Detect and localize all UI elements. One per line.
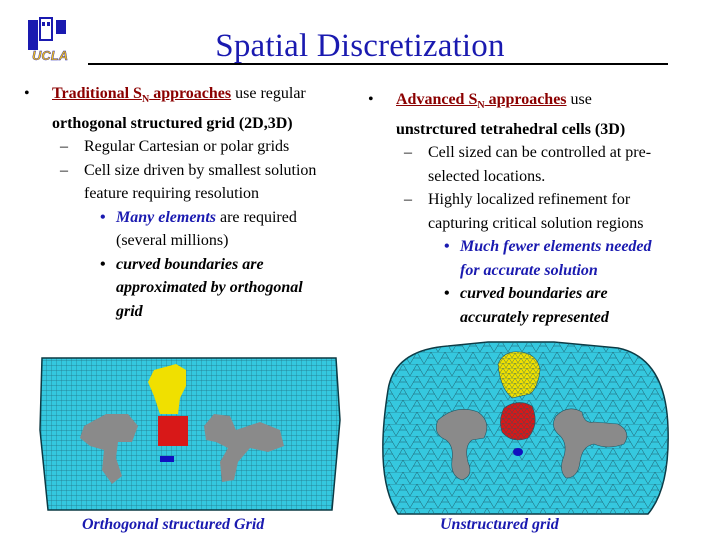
right-line2: unstrctured tetrahedral cells (3D) xyxy=(396,120,626,138)
right-dot-2: • curved boundaries are accurately repre… xyxy=(444,285,609,326)
left-sub-1: – Regular Cartesian or polar grids xyxy=(60,138,290,156)
blue-region xyxy=(513,448,523,456)
right-dot-1: • Much fewer elements needed for accurat… xyxy=(444,238,652,279)
red-region xyxy=(158,416,188,446)
blue-region xyxy=(160,456,174,462)
right-sub-2: – Highly localized refinement for captur… xyxy=(404,191,644,232)
left-caption: Orthogonal structured Grid xyxy=(82,516,265,533)
left-column: • Traditional SN approaches use regular … xyxy=(22,82,354,323)
right-column: • Advanced SN approaches use unstrctured… xyxy=(366,88,712,329)
left-dot-2: • curved boundaries are approximated by … xyxy=(100,255,303,320)
bone-left xyxy=(435,409,488,481)
left-line2: orthogonal structured grid (2D,3D) xyxy=(52,114,293,132)
structured-grid-figure xyxy=(39,357,341,511)
left-lead: Traditional SN approaches xyxy=(52,85,232,106)
logo-text: UCLA xyxy=(32,48,68,62)
bone-right xyxy=(553,408,628,479)
bone-right xyxy=(204,414,284,482)
right-caption: Unstructured grid xyxy=(440,516,559,533)
yellow-region xyxy=(148,364,186,414)
left-sub-2: – Cell size driven by smallest solution … xyxy=(60,161,317,203)
left-main-bullet: • Traditional SN approaches use regular … xyxy=(24,85,306,132)
right-sub-1: – Cell sized can be controlled at pre- s… xyxy=(404,144,652,185)
unstructured-grid-figure xyxy=(382,341,669,515)
bone-left xyxy=(80,414,138,484)
title-underline xyxy=(88,63,668,65)
left-dot-1: • Many elements are required (several mi… xyxy=(100,208,297,250)
ucla-logo: UCLA xyxy=(28,17,68,62)
right-lead: Advanced SN approaches xyxy=(396,91,567,112)
right-main-bullet: • Advanced SN approaches use unstrctured… xyxy=(368,91,626,138)
page-title: Spatial Discretization xyxy=(215,28,505,64)
